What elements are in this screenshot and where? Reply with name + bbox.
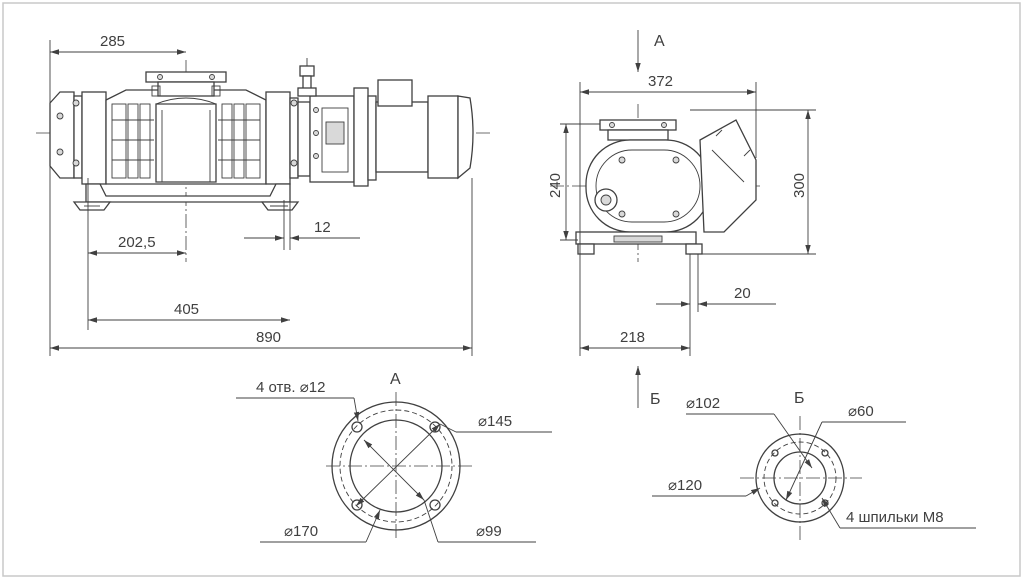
motor-side-profile (699, 119, 757, 233)
stud-hole (821, 449, 829, 457)
d102-label: ⌀102 (686, 395, 720, 412)
dim-285-label: 285 (100, 33, 125, 50)
studs-label: 4 шпильки M8 (846, 509, 944, 526)
d60-label: ⌀60 (848, 403, 874, 420)
bolt-head (72, 99, 80, 107)
d145-label: ⌀145 (478, 413, 512, 430)
view-a-title: А (390, 371, 401, 388)
breather-cap (299, 65, 315, 77)
d170-label: ⌀170 (284, 523, 318, 540)
dim-372-label: 372 (648, 73, 673, 90)
bolt-circle (339, 409, 453, 523)
dim-218-label: 218 (620, 329, 645, 346)
motor-end-cap (457, 95, 474, 180)
flange-outer-circle (331, 401, 461, 531)
left-flange (81, 91, 107, 185)
right-flange (265, 91, 291, 185)
view-b-title: Б (794, 390, 805, 407)
dim-202-5-label: 202,5 (118, 234, 156, 251)
pump-body-oval (585, 139, 711, 233)
stud-circle (763, 441, 837, 515)
bolt-head (56, 148, 64, 156)
dim-12-label: 12 (314, 219, 331, 236)
right-cooling-ribs (218, 103, 261, 179)
bolt-head (72, 159, 80, 167)
left-cooling-ribs (111, 103, 154, 179)
dim-405-label: 405 (174, 301, 199, 318)
holes-label: 4 отв. ⌀12 (256, 379, 325, 396)
bolt-head (56, 112, 64, 120)
motor-fan-cover (427, 95, 459, 179)
pump-base (85, 183, 291, 203)
dim-20-label: 20 (734, 285, 751, 302)
end-view: А 372 (547, 30, 816, 408)
stud-hole (771, 499, 779, 507)
motor-body (375, 101, 429, 173)
view-arrow-b-label: Б (650, 391, 661, 408)
bolt-hole (351, 421, 363, 433)
outlet-outer-circle (755, 433, 845, 523)
motor-flange (353, 87, 369, 187)
bolt-hole (429, 499, 441, 511)
end-foot-left (577, 243, 595, 255)
terminal-box (377, 79, 413, 107)
view-a-flange: А 4 отв. ⌀12 ⌀145 ⌀170 ⌀99 (236, 371, 552, 543)
d99-label: ⌀99 (476, 523, 502, 540)
stud-hole (771, 449, 779, 457)
end-foot-right (685, 243, 703, 255)
view-arrow-a-label: А (654, 33, 665, 50)
d120-label: ⌀120 (668, 477, 702, 494)
dim-890-label: 890 (256, 329, 281, 346)
dim-240-label: 240 (547, 173, 564, 198)
outlet-inner-circle (773, 451, 827, 505)
dim-300-label: 300 (791, 173, 808, 198)
rotor-chamber (155, 103, 217, 183)
bearing-housing (297, 101, 311, 177)
side-view: 285 202,5 12 405 890 (36, 33, 490, 356)
flange-inner-circle (349, 419, 443, 513)
chamber-top-arc (155, 97, 217, 105)
inlet-neck (157, 81, 215, 97)
left-end-cap (49, 91, 75, 179)
view-b-flange: Б ⌀102 ⌀60 ⌀120 4 шпильки M8 (652, 390, 976, 540)
bolt-hole (429, 421, 441, 433)
